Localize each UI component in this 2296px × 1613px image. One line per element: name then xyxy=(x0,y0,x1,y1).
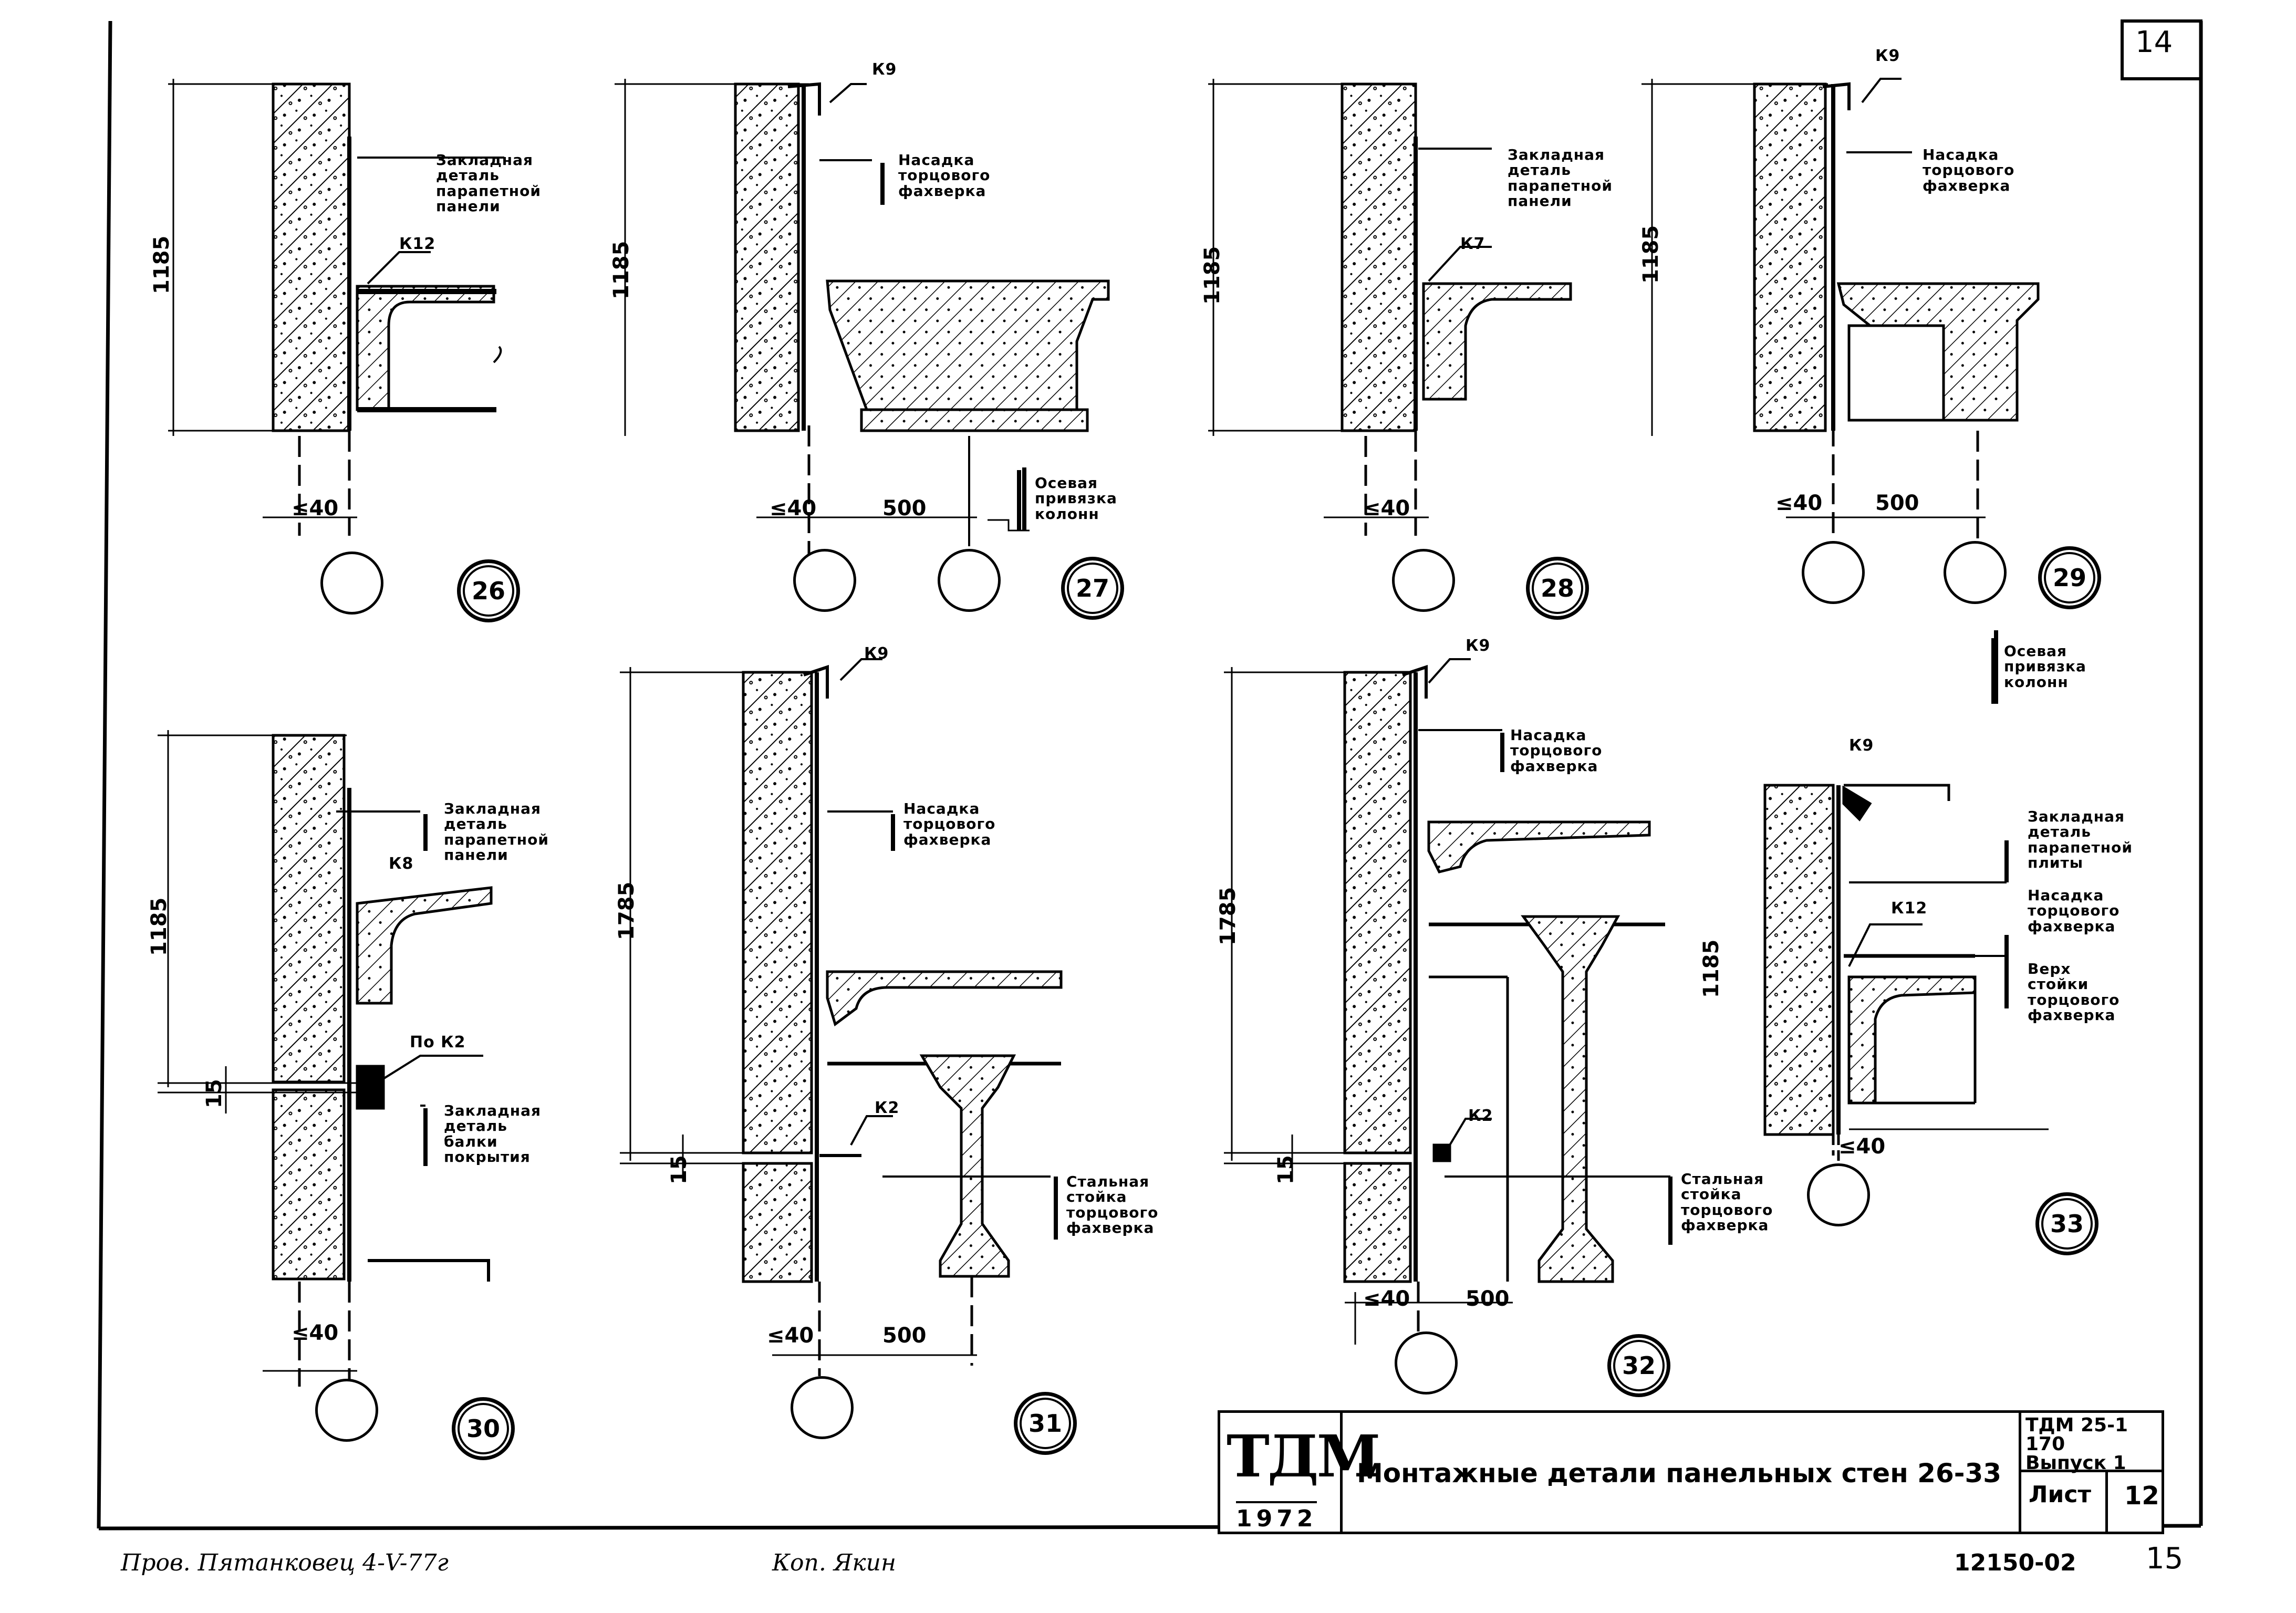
detail-33-gap-dim: ≤40 xyxy=(1838,1135,1886,1159)
detail-32-drawing xyxy=(1224,658,1672,1366)
detail-32-gap-dim: ≤40 xyxy=(1363,1287,1410,1311)
detail-33-axis-circle xyxy=(1807,1163,1870,1226)
sheet-divider xyxy=(2105,1470,2108,1532)
detail-26-drawing xyxy=(168,79,504,536)
detail-30-gap-dim: ≤40 xyxy=(292,1321,339,1345)
detail-28-number: 28 xyxy=(1526,557,1589,620)
detail-30-connector: К8 xyxy=(389,855,414,873)
detail-29-gap-dim: ≤40 xyxy=(1775,491,1823,515)
detail-27-callout: Насадка торцового фахверка xyxy=(898,151,991,200)
detail-29-axis-circle-2 xyxy=(1944,541,2007,604)
detail-31-connector-2: К2 xyxy=(875,1099,900,1117)
detail-26-gap-dim: ≤40 xyxy=(292,496,339,521)
detail-31-gap-dim: ≤40 xyxy=(767,1324,814,1348)
detail-26-connector: К12 xyxy=(399,235,436,253)
logo-text: ТДМ xyxy=(1227,1422,1380,1490)
detail-28-drawing xyxy=(1208,79,1572,536)
detail-27-axis-circle-1 xyxy=(793,549,856,612)
detail-30-joint-dim: 15 xyxy=(202,1079,226,1108)
detail-27-drawing xyxy=(615,79,1110,557)
logo-year: 1972 xyxy=(1236,1501,1317,1532)
detail-28-height-dim: 1185 xyxy=(1200,246,1224,305)
detail-33-connector-2: К12 xyxy=(1891,899,1928,918)
checked-signature: Пров. Пятанковец 4-V-77г xyxy=(121,1549,449,1576)
detail-26-number: 26 xyxy=(457,559,520,622)
detail-29-offset-dim: 500 xyxy=(1875,491,1919,515)
detail-31-callout-2: Стальная стойка торцового фахверка xyxy=(1066,1173,1159,1237)
archive-code: 12150-02 xyxy=(1954,1549,2076,1576)
detail-27-axis-circle-2 xyxy=(938,549,1001,612)
detail-30-drawing xyxy=(158,730,493,1387)
detail-30-number: 30 xyxy=(452,1397,515,1460)
detail-28-axis-circle xyxy=(1392,549,1455,612)
detail-29-connector: К9 xyxy=(1875,47,1900,65)
detail-32-number: 32 xyxy=(1607,1334,1670,1397)
detail-27-connector: К9 xyxy=(872,60,897,79)
detail-31-number: 31 xyxy=(1014,1392,1077,1455)
detail-32-callout: Насадка торцового фахверка xyxy=(1510,726,1603,775)
detail-33-connector: К9 xyxy=(1849,736,1874,755)
detail-27-number: 27 xyxy=(1061,557,1124,620)
detail-32-height-dim: 1785 xyxy=(1216,887,1240,945)
detail-31-connector: К9 xyxy=(864,644,889,663)
detail-33-height-dim: 1185 xyxy=(1699,939,1723,998)
detail-26-height-dim: 1185 xyxy=(150,235,174,294)
detail-31-drawing xyxy=(620,658,1063,1376)
title-block-divider xyxy=(2021,1470,2164,1472)
detail-30-callout-2: Закладная деталь балки покрытия xyxy=(444,1102,542,1166)
detail-27-axis-note: Осевая привязка колонн xyxy=(1035,474,1117,523)
detail-26-callout: Закладная деталь парапетной панели xyxy=(436,151,541,215)
detail-27-offset-dim: 500 xyxy=(882,496,927,521)
detail-29-number: 29 xyxy=(2038,546,2101,609)
detail-27-height-dim: 1185 xyxy=(609,241,633,299)
title-block-info: ТДМ 25-1 170 Выпуск 1 Лист 12 xyxy=(2019,1413,2164,1532)
detail-32-joint-dim: 15 xyxy=(1274,1155,1298,1184)
detail-29-axis-circle-1 xyxy=(1802,541,1865,604)
detail-32-offset-dim: 500 xyxy=(1466,1287,1510,1311)
detail-31-axis-circle xyxy=(791,1376,854,1439)
detail-32-axis-circle xyxy=(1395,1331,1458,1395)
detail-33-number: 33 xyxy=(2035,1192,2098,1255)
detail-31-height-dim: 1785 xyxy=(615,881,639,940)
detail-28-callout: Закладная деталь парапетной панели xyxy=(1508,146,1613,210)
title-block-logo: ТДМ 1972 xyxy=(1220,1413,1380,1532)
detail-28-connector: К7 xyxy=(1460,235,1485,253)
detail-32-connector: К9 xyxy=(1466,637,1491,655)
detail-30-connector-2: По К2 xyxy=(410,1033,466,1052)
sheet-value: 12 xyxy=(2124,1481,2159,1511)
sheet-label: Лист xyxy=(2029,1481,2091,1508)
detail-32-connector-2: К2 xyxy=(1468,1107,1493,1125)
detail-33-callout-3: Верх стойки торцового фахверка xyxy=(2028,960,2120,1024)
detail-32-callout-2: Стальная стойка торцового фахверка xyxy=(1681,1170,1773,1234)
detail-29-drawing xyxy=(1642,78,2040,704)
detail-29-callout: Насадка торцового фахверка xyxy=(1923,146,2015,194)
drawing-title: Монтажные детали панельных стен 26-33 xyxy=(1357,1458,2002,1489)
detail-29-axis-note: Осевая привязка колонн xyxy=(2004,642,2086,691)
detail-30-callout: Закладная деталь парапетной панели xyxy=(444,800,549,864)
detail-28-gap-dim: ≤40 xyxy=(1363,496,1410,521)
bottom-page-number: 15 xyxy=(2146,1542,2184,1576)
title-block: ТДМ 1972 Монтажные детали панельных стен… xyxy=(1218,1410,2164,1534)
copied-signature: Коп. Якин xyxy=(772,1549,896,1576)
detail-27-gap-dim: ≤40 xyxy=(770,496,817,521)
detail-26-axis-circle xyxy=(320,551,383,615)
detail-29-height-dim: 1185 xyxy=(1639,225,1663,284)
detail-33-drawing xyxy=(1763,784,2049,1187)
detail-31-callout: Насадка торцового фахверка xyxy=(903,800,996,848)
detail-30-height-dim: 1185 xyxy=(147,897,171,956)
detail-31-joint-dim: 15 xyxy=(667,1155,691,1184)
detail-30-axis-circle xyxy=(315,1379,378,1442)
detail-33-callout-2: Насадка торцового фахверка xyxy=(2028,887,2120,935)
sheet-number: 14 xyxy=(2135,25,2173,59)
series-code: ТДМ 25-1 170 Выпуск 1 xyxy=(2025,1414,2128,1474)
detail-31-offset-dim: 500 xyxy=(882,1324,927,1348)
detail-33-callout: Закладная деталь парапетной плиты xyxy=(2028,808,2133,872)
